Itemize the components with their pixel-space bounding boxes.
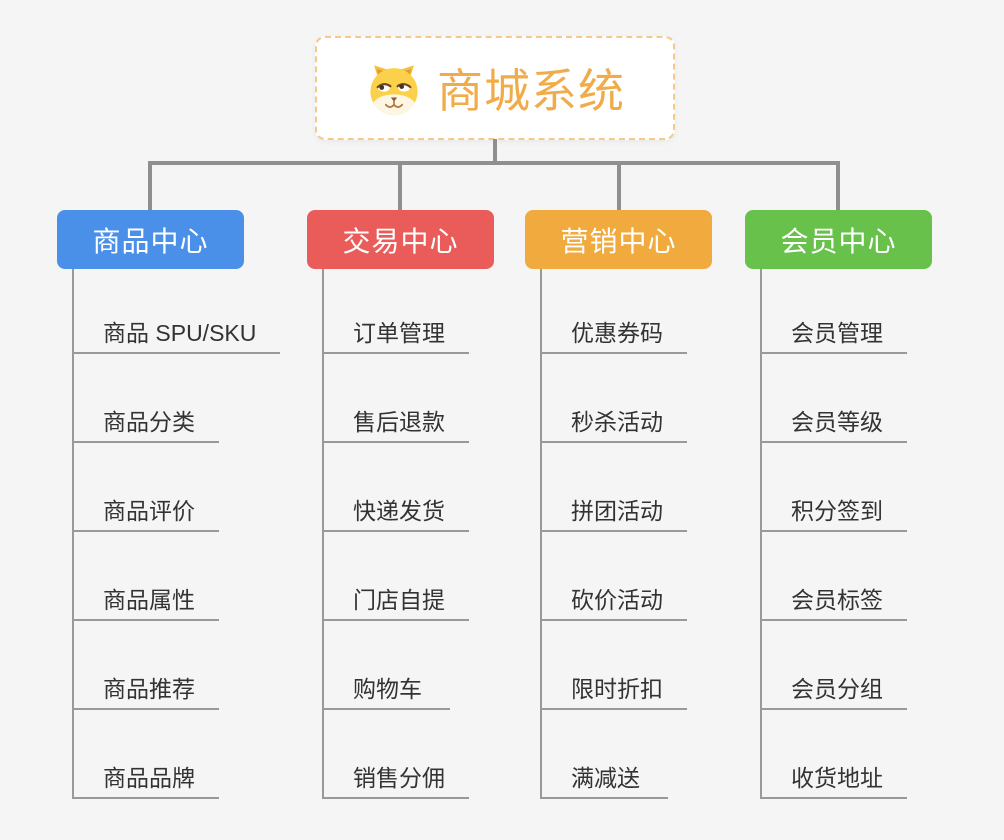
child-node[interactable]: 会员标签 [762,532,907,621]
child-node[interactable]: 优惠券码 [542,269,687,354]
child-node[interactable]: 商品 SPU/SKU [74,269,281,354]
root-node[interactable]: 商城系统 [315,36,675,140]
child-node[interactable]: 收货地址 [762,710,907,799]
dog-face-icon [370,65,418,116]
child-node[interactable]: 满减送 [542,710,668,799]
child-node[interactable]: 门店自提 [324,532,469,621]
child-node[interactable]: 订单管理 [324,269,469,354]
child-node[interactable]: 商品属性 [74,532,219,621]
child-node[interactable]: 商品评价 [74,443,219,532]
child-node[interactable]: 积分签到 [762,443,907,532]
child-node[interactable]: 销售分佣 [324,710,469,799]
branch-marketing-center: 营销中心 优惠券码 秒杀活动 拼团活动 砍价活动 限时折扣 满减送 [525,210,755,799]
connector-horizontal [148,161,840,165]
child-node[interactable]: 会员管理 [762,269,907,354]
root-title: 商城系统 [437,65,625,117]
connector-drop-marketing-center [617,161,621,210]
child-node[interactable]: 售后退款 [324,354,469,443]
connector-root-drop [493,139,497,163]
branch-children-marketing-center: 优惠券码 秒杀活动 拼团活动 砍价活动 限时折扣 满减送 [540,269,755,799]
branch-header-trade-center[interactable]: 交易中心 [307,210,494,269]
child-node[interactable]: 会员等级 [762,354,907,443]
connector-drop-trade-center [398,161,402,210]
child-node[interactable]: 快递发货 [324,443,469,532]
child-node[interactable]: 秒杀活动 [542,354,687,443]
branch-header-member-center[interactable]: 会员中心 [745,210,932,269]
connector-drop-product-center [148,161,152,210]
child-node[interactable]: 购物车 [324,621,450,710]
child-node[interactable]: 商品分类 [74,354,219,443]
child-node[interactable]: 会员分组 [762,621,907,710]
branch-children-trade-center: 订单管理 售后退款 快递发货 门店自提 购物车 销售分佣 [322,269,537,799]
branch-header-product-center[interactable]: 商品中心 [57,210,244,269]
connector-drop-member-center [836,161,840,210]
branch-children-member-center: 会员管理 会员等级 积分签到 会员标签 会员分组 收货地址 [760,269,975,799]
branch-children-product-center: 商品 SPU/SKU 商品分类 商品评价 商品属性 商品推荐 商品品牌 [72,269,287,799]
child-node[interactable]: 拼团活动 [542,443,687,532]
child-node[interactable]: 商品品牌 [74,710,219,799]
branch-header-marketing-center[interactable]: 营销中心 [525,210,712,269]
branch-product-center: 商品中心 商品 SPU/SKU 商品分类 商品评价 商品属性 商品推荐 商品品牌 [57,210,287,799]
branch-member-center: 会员中心 会员管理 会员等级 积分签到 会员标签 会员分组 收货地址 [745,210,975,799]
child-node[interactable]: 商品推荐 [74,621,219,710]
child-node[interactable]: 砍价活动 [542,532,687,621]
branch-trade-center: 交易中心 订单管理 售后退款 快递发货 门店自提 购物车 销售分佣 [307,210,537,799]
child-node[interactable]: 限时折扣 [542,621,687,710]
